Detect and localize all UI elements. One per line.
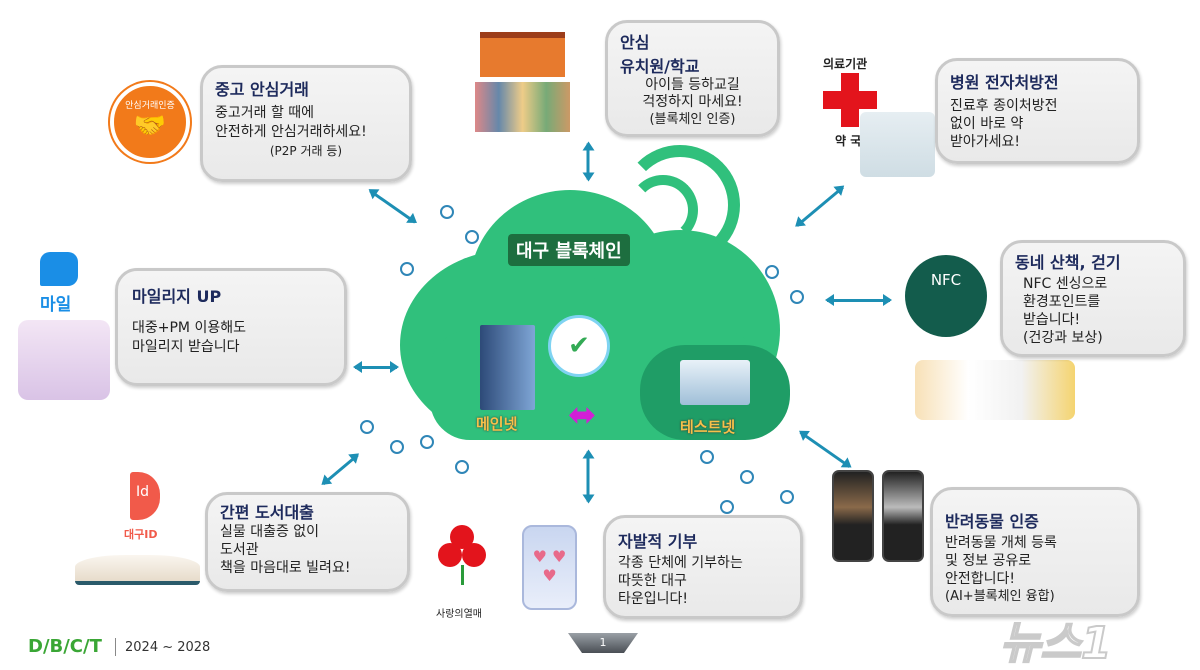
open-book-illustration xyxy=(75,555,200,585)
footer-period: 2024 ~ 2028 xyxy=(125,640,211,655)
card-line: 없이 바로 약 xyxy=(950,116,1024,132)
red-cross-icon xyxy=(823,73,877,127)
love-fruit-label: 사랑의열매 xyxy=(436,609,482,620)
card-line: 걱정하지 마세요! xyxy=(642,94,743,110)
news1-watermark: 뉴스1 xyxy=(999,618,1113,669)
card-line: 받아가세요! xyxy=(950,134,1021,150)
page-number: 1 xyxy=(599,636,607,649)
arrow-walk xyxy=(825,294,892,306)
card-title: 안심 xyxy=(620,33,650,52)
mainnet-building-icon xyxy=(480,325,535,410)
arrow-donation xyxy=(586,451,590,502)
testnet-label: 테스트넷 xyxy=(680,418,736,436)
safe-deal-badge-icon: 안심거래인증🤝 xyxy=(110,82,190,162)
blockchain-icon: ✔ xyxy=(548,315,610,377)
footer-divider xyxy=(115,638,116,656)
card-line: 받습니다! xyxy=(1023,312,1081,328)
nfc-label: NFC xyxy=(930,271,962,289)
card-line: (건강과 보상) xyxy=(1023,330,1103,346)
card-title: 자발적 기부 xyxy=(618,532,698,551)
card-line: 대중+PM 이용해도 xyxy=(132,320,246,336)
card-title: 반려동물 인증 xyxy=(945,512,1039,531)
walking-illustration xyxy=(915,360,1075,420)
card-line: 안전하게 안심거래하세요! xyxy=(215,124,367,140)
card-title: 동네 산책, 걷기 xyxy=(1015,253,1121,272)
daegu-id-logo: Id xyxy=(130,472,160,520)
arrow-secondhand xyxy=(369,189,416,224)
card-donation: 자발적 기부 각종 단체에 기부하는 따뜻한 대구 타운입니다! xyxy=(603,515,803,619)
card-line: NFC 센싱으로 xyxy=(1023,276,1108,292)
wifi-signal-inner-icon xyxy=(628,175,698,245)
card-line: 안전합니다! xyxy=(945,571,1016,587)
arrow-school xyxy=(586,143,590,180)
footer-brand: D/B/C/T xyxy=(28,636,102,657)
card-line: (블록체인 인증) xyxy=(649,112,736,127)
card-title: 마일리지 UP xyxy=(132,287,222,306)
card-title: 유치원/학교 xyxy=(620,57,700,76)
card-title: 간편 도서대출 xyxy=(220,503,314,522)
nfc-icon: NFC xyxy=(905,255,987,337)
card-line: 반려동물 개체 등록 xyxy=(945,535,1057,551)
center-title: 대구 블록체인 xyxy=(508,234,630,266)
id-logo-text: Id xyxy=(136,484,150,500)
page-number-tab: 1 xyxy=(568,633,638,653)
medical-label: 의료기관 xyxy=(823,57,868,71)
card-secondhand: 중고 안심거래 중고거래 할 때에 안전하게 안심거래하세요! (P2P 거래 … xyxy=(200,65,412,182)
testnet-building-icon xyxy=(680,360,750,405)
card-line: 진료후 종이처방전 xyxy=(950,98,1058,114)
card-library: 간편 도서대출 실물 대출증 없이 도서관 책을 마음대로 빌려요! xyxy=(205,492,410,592)
mileage-logo xyxy=(40,252,78,286)
mileage-logo-text: 마일 xyxy=(40,295,72,315)
card-pet: 반려동물 인증 반려동물 개체 등록 및 정보 공유로 안전합니다! (AI+블… xyxy=(930,487,1140,617)
card-line: 마일리지 받습니다 xyxy=(132,339,240,355)
arrow-mileage xyxy=(353,361,399,373)
daegu-id-label: 대구ID xyxy=(124,528,158,541)
card-line: 각종 단체에 기부하는 xyxy=(618,555,743,571)
scooter-car-illustration xyxy=(18,320,110,400)
school-illustration xyxy=(460,12,585,132)
donation-jar-illustration: ♥ ♥♥ xyxy=(522,525,577,610)
card-line: 아이들 등하교길 xyxy=(645,77,740,93)
card-walk: 동네 산책, 걷기 NFC 센싱으로 환경포인트를 받습니다! (건강과 보상) xyxy=(1000,240,1186,357)
love-fruit-logo xyxy=(438,525,488,585)
card-mileage: 마일리지 UP 대중+PM 이용해도 마일리지 받습니다 xyxy=(115,268,347,386)
arrow-hospital xyxy=(796,186,844,227)
card-title: 병원 전자처방전 xyxy=(950,73,1059,92)
pharmacy-illustration xyxy=(860,112,935,177)
card-line: 및 정보 공유로 xyxy=(945,553,1032,569)
badge-label: 안심거래인증 xyxy=(125,101,175,111)
card-hospital: 병원 전자처방전 진료후 종이처방전 없이 바로 약 받아가세요! xyxy=(935,58,1140,164)
card-line: 실물 대출증 없이 xyxy=(220,524,320,540)
arrow-pet xyxy=(799,431,851,468)
card-line: 책을 마음대로 빌려요! xyxy=(220,560,351,576)
card-line: 중고거래 할 때에 xyxy=(215,105,315,121)
card-line: 환경포인트를 xyxy=(1023,294,1101,310)
card-title: 중고 안심거래 xyxy=(215,80,309,99)
card-line: 도서관 xyxy=(220,542,259,558)
pet-phone-2-illustration xyxy=(882,470,924,562)
pet-phone-1-illustration xyxy=(832,470,874,562)
pharmacy-label: 약 국 xyxy=(835,134,862,148)
mainnet-label: 메인넷 xyxy=(476,415,518,433)
arrow-library xyxy=(322,453,359,486)
card-line: (AI+블록체인 융합) xyxy=(945,589,1055,604)
bidirectional-arrow-icon: ⬌ xyxy=(568,395,597,435)
card-school: 안심 유치원/학교 아이들 등하교길 걱정하지 마세요! (블록체인 인증) xyxy=(605,20,780,137)
card-line: 타운입니다! xyxy=(618,591,689,607)
card-line: 따뜻한 대구 xyxy=(618,573,687,589)
card-line: (P2P 거래 등) xyxy=(269,144,343,158)
